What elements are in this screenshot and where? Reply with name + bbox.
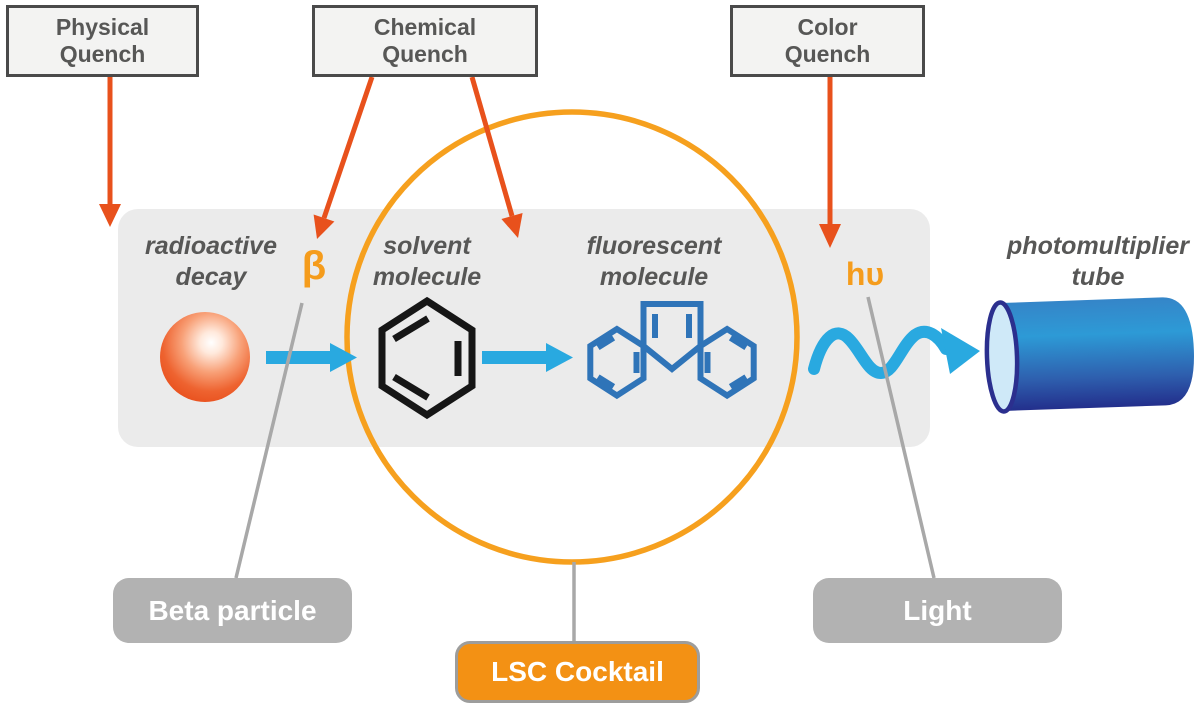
beta-particle-callout: Beta particle	[113, 578, 352, 643]
photomultiplier-tube-icon	[984, 297, 1194, 414]
radioactive-decay-label: radioactive decay	[144, 232, 277, 291]
solvent-molecule-label: solvent molecule	[372, 232, 482, 291]
photon-hv-symbol: hυ	[845, 256, 885, 292]
fluorescent-molecule-label: fluorescent molecule	[586, 232, 722, 291]
lsc-cocktail-callout: LSC Cocktail	[455, 641, 700, 703]
physical-quench-arrow	[99, 77, 121, 227]
radioactive-decay-sphere-icon	[160, 312, 250, 402]
color-quench-label-line2: Quench	[784, 41, 871, 67]
chemical-quench-box: Chemical Quench	[312, 5, 538, 77]
chemical-quench-label-line2: Quench	[382, 41, 468, 67]
physical-quench-label-line2: Quench	[59, 41, 146, 67]
photomultiplier-tube-label: photomultiplier tube	[1007, 232, 1189, 291]
physical-quench-label-line1: Physical	[55, 14, 150, 40]
light-callout: Light	[813, 578, 1062, 643]
color-quench-box: Color Quench	[730, 5, 925, 77]
physical-quench-box: Physical Quench	[6, 5, 199, 77]
color-quench-label-line1: Color	[797, 14, 858, 40]
beta-symbol: β	[301, 244, 327, 288]
chemical-quench-label-line1: Chemical	[373, 14, 477, 40]
